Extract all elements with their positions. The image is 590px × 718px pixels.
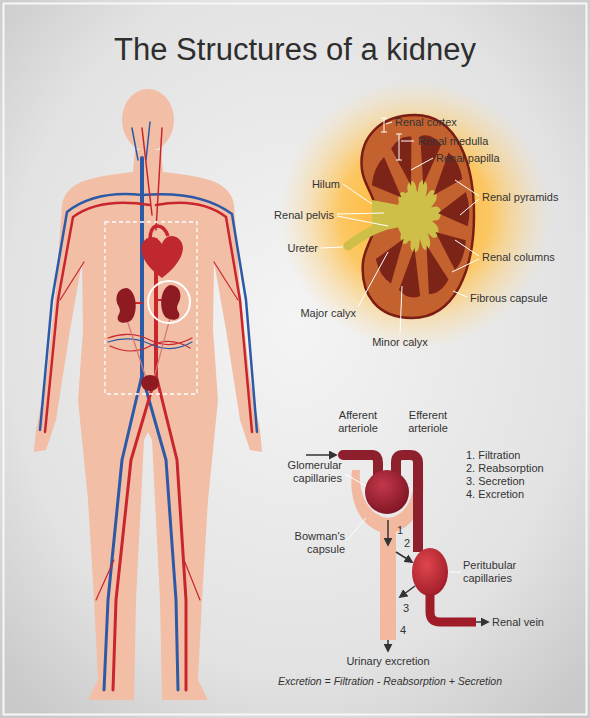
highlight-circle (148, 281, 190, 323)
mesentery (108, 334, 192, 351)
flow-arrow (306, 454, 336, 456)
leader-line (396, 134, 414, 160)
artery (60, 262, 238, 600)
blood-vessels (40, 122, 257, 690)
renal-vein-vessel (430, 594, 476, 622)
leader-line (453, 291, 467, 297)
body-silhouette (34, 150, 262, 700)
pyramid (390, 133, 421, 192)
part-label: Efferent arteriole (402, 409, 454, 435)
leader-line (400, 286, 402, 334)
part-label: Renal pelvis (274, 209, 334, 222)
part-label: Bowman's capsule (287, 530, 345, 556)
afferent-vessel (343, 455, 378, 476)
leader-line (381, 118, 392, 132)
glomerulus (365, 470, 409, 514)
mesentery (108, 339, 192, 349)
process-step: 4. Excretion (466, 488, 524, 501)
flow-arrow (396, 552, 412, 562)
bowmans-capsule-shape (351, 470, 423, 640)
leader-line (449, 572, 461, 573)
leader-line (358, 252, 388, 307)
leader-line (345, 474, 366, 486)
vein (142, 375, 178, 690)
frame (4, 4, 587, 715)
part-label: Fibrous capsule (470, 292, 548, 305)
part-label: Urinary excretion (346, 655, 429, 668)
artery (156, 375, 186, 690)
process-step: 1. Filtration (466, 449, 520, 462)
artery (142, 128, 162, 230)
part-label: Renal medulla (418, 135, 488, 148)
part-label: Glomerular capillaries (278, 459, 342, 485)
part-label: Major calyx (300, 307, 356, 320)
title: The Structures of a kidney (114, 32, 476, 68)
bladder (141, 375, 159, 391)
flow-arrow (387, 640, 389, 651)
part-label: Minor calyx (372, 336, 428, 349)
artery (113, 375, 156, 690)
part-label: Renal columns (482, 251, 555, 264)
process-step: 3. Secretion (466, 475, 525, 488)
process-step: 2. Reabsorption (466, 462, 544, 475)
human-body (34, 89, 262, 700)
flow-arrow (387, 520, 389, 545)
focus-box (105, 222, 197, 394)
leader-line (337, 213, 388, 226)
caption: Excretion = Filtration - Reabsorption + … (278, 675, 502, 688)
vein (40, 194, 142, 430)
leader-line (347, 518, 366, 540)
peritubular-capillaries-shape (412, 548, 448, 596)
leader-line (455, 180, 479, 215)
artery (45, 203, 150, 432)
leader-lines (345, 474, 461, 572)
kidney (161, 285, 180, 320)
kidney (117, 288, 136, 323)
pyramid (398, 245, 425, 300)
leader-lines (321, 118, 479, 334)
part-label: Renal vein (492, 616, 544, 629)
heart (141, 236, 183, 278)
part-label: Renal pyramids (482, 191, 558, 204)
pyramid (417, 238, 450, 298)
part-label: Ureter (287, 242, 318, 255)
leader-line (343, 184, 372, 204)
ureter-tube (348, 226, 384, 246)
part-label: Renal cortex (395, 116, 457, 129)
leader-line (452, 240, 479, 272)
callout-number: 2 (404, 537, 410, 550)
leader-line (321, 247, 343, 248)
leader-line (411, 158, 433, 170)
callout-number: 4 (400, 624, 406, 637)
part-label: Peritubular capillaries (463, 559, 533, 585)
callout-number: 1 (397, 524, 403, 537)
vena-cava (140, 158, 144, 375)
part-label: Hilum (312, 178, 340, 191)
vein (132, 122, 150, 160)
ureter-line (127, 318, 170, 378)
vein (142, 194, 257, 432)
part-label: Afferent arteriole (332, 409, 384, 435)
aortic-arch (150, 226, 168, 240)
flow-arrow (476, 621, 488, 623)
part-label: Renal papilla (436, 152, 500, 165)
callout-number: 3 (403, 602, 409, 615)
flow-arrow (400, 586, 415, 597)
